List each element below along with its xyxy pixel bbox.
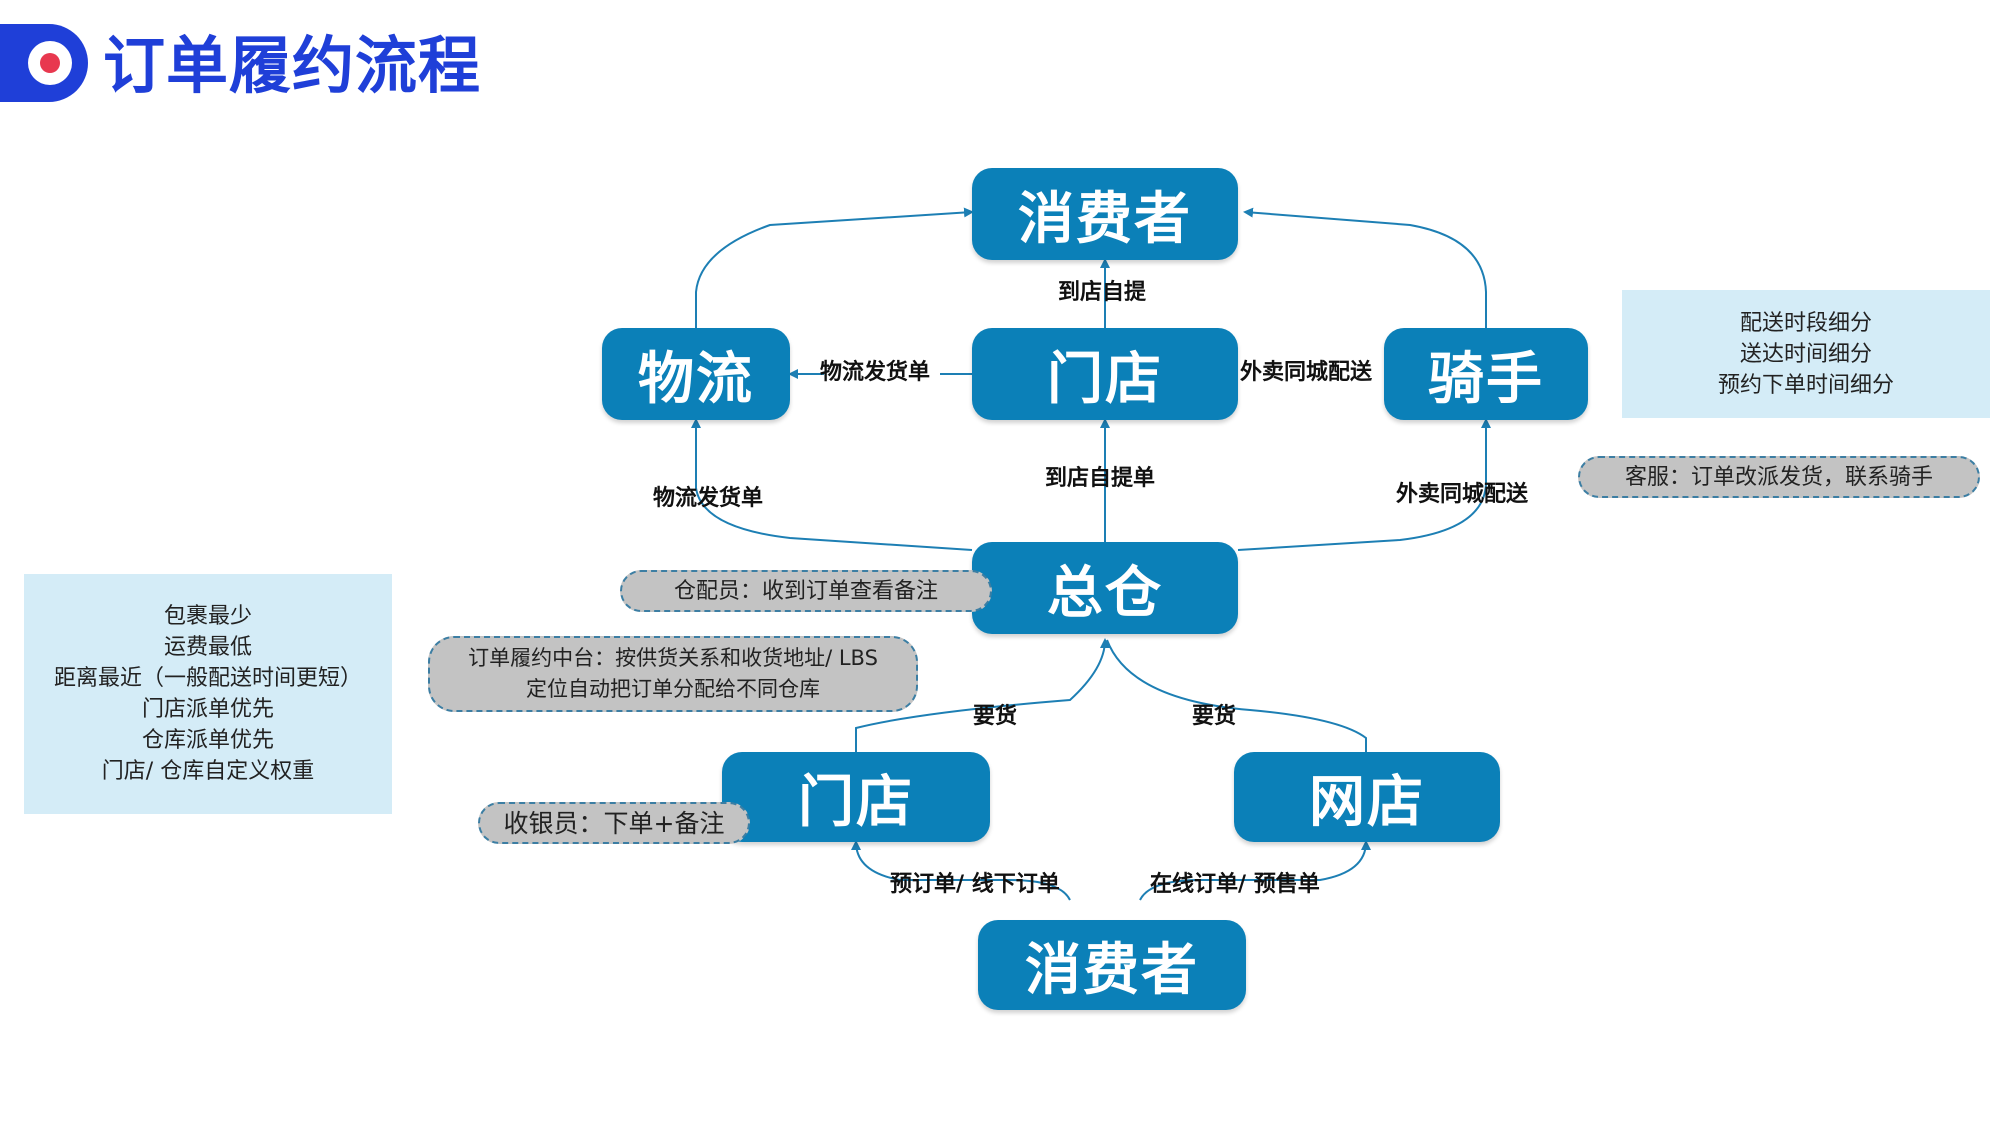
node-store-top: 门店 bbox=[972, 328, 1238, 420]
node-online-store: 网店 bbox=[1234, 752, 1500, 842]
callout-cashier: 收银员：下单+备注 bbox=[478, 802, 750, 844]
callout-customer-service: 客服：订单改派发货，联系骑手 bbox=[1578, 456, 1980, 498]
label-store-to-logistics: 物流发货单 bbox=[820, 360, 931, 385]
label-consumer-to-online: 在线订单/ 预售单 bbox=[1150, 872, 1320, 897]
node-rider: 骑手 bbox=[1384, 328, 1588, 420]
edge-store-warehouse bbox=[855, 638, 1110, 752]
edge-rider-consumer bbox=[1243, 207, 1487, 328]
note-delivery-detail: 配送时段细分 送达时间细分 预约下单时间细分 bbox=[1622, 290, 1990, 418]
callout-text: 客服：订单改派发货，联系骑手 bbox=[1624, 464, 1933, 490]
callout-text: 收银员：下单+备注 bbox=[503, 808, 725, 838]
note-line: 预约下单时间细分 bbox=[1717, 372, 1894, 398]
node-store-bottom: 门店 bbox=[722, 752, 990, 842]
note-line: 包裹最少 bbox=[163, 604, 252, 629]
note-line: 送达时间细分 bbox=[1739, 341, 1872, 367]
logo-badge bbox=[0, 24, 88, 102]
label-store-to-warehouse: 要货 bbox=[973, 704, 1018, 729]
callout-text: 定位自动把订单分配给不同仓库 bbox=[526, 677, 820, 701]
edge-logistics-consumer bbox=[695, 207, 974, 328]
note-strategy: 包裹最少 运费最低 距离最近（一般配送时间更短） 门店派单优先 仓库派单优先 门… bbox=[24, 574, 392, 814]
edge-warehouse-logistics bbox=[691, 418, 973, 551]
callout-text: 订单履约中台：按供货关系和收货地址/ LBS bbox=[468, 646, 878, 670]
label-warehouse-to-rider: 外卖同城配送 bbox=[1396, 482, 1529, 507]
edge-warehouse-rider bbox=[1237, 418, 1491, 551]
note-line: 门店/ 仓库自定义权重 bbox=[101, 759, 315, 784]
logo-circle bbox=[28, 41, 72, 85]
callout-warehouse-staff: 仓配员：收到订单查看备注 bbox=[620, 570, 992, 612]
node-warehouse: 总仓 bbox=[972, 542, 1238, 634]
thumbs-up-icon bbox=[40, 53, 60, 73]
edge-consumer-store bbox=[851, 840, 1071, 901]
callout-fulfillment-platform: 订单履约中台：按供货关系和收货地址/ LBS 定位自动把订单分配给不同仓库 bbox=[428, 636, 918, 712]
note-line: 门店派单优先 bbox=[141, 697, 274, 722]
page-title: 订单履约流程 bbox=[103, 29, 482, 102]
edge-online-warehouse bbox=[1106, 639, 1367, 752]
node-consumer-bottom: 消费者 bbox=[978, 920, 1246, 1010]
note-line: 距离最近（一般配送时间更短） bbox=[53, 666, 362, 691]
node-consumer-top: 消费者 bbox=[972, 168, 1238, 260]
label-store-to-rider: 外卖同城配送 bbox=[1240, 360, 1373, 385]
note-line: 仓库派单优先 bbox=[141, 728, 274, 753]
label-warehouse-to-logistics: 物流发货单 bbox=[653, 486, 764, 511]
note-line: 配送时段细分 bbox=[1739, 310, 1872, 336]
note-line: 运费最低 bbox=[163, 635, 252, 660]
node-logistics: 物流 bbox=[602, 328, 790, 420]
callout-text: 仓配员：收到订单查看备注 bbox=[673, 578, 938, 604]
label-warehouse-to-store: 到店自提单 bbox=[1045, 466, 1156, 491]
label-store-to-consumer: 到店自提 bbox=[1058, 280, 1147, 305]
edge-consumer-online bbox=[1139, 840, 1371, 901]
label-consumer-to-store: 预订单/ 线下订单 bbox=[890, 872, 1060, 897]
label-online-to-warehouse: 要货 bbox=[1192, 704, 1237, 729]
